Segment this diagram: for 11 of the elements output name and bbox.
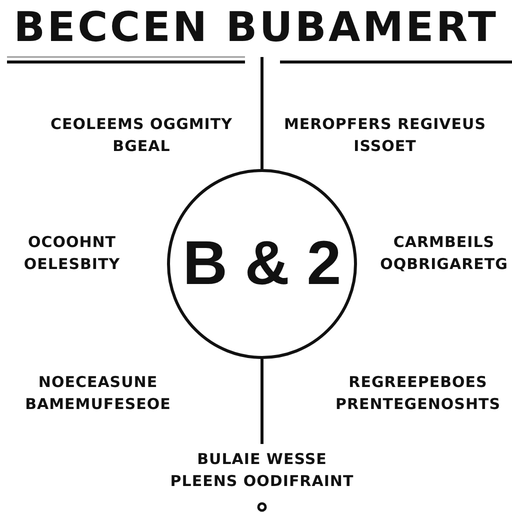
text-label: OCOOHNT OELESBITY — [22, 232, 122, 275]
connector-line — [260, 57, 264, 169]
text-label: NOECEASUNE BAMEMUFESEOE — [24, 372, 172, 415]
connector-line — [260, 359, 264, 444]
title: BECCEN BUBAMERT — [14, 4, 498, 50]
text-label: MEROPFERS REGIVEUS ISSOET — [282, 114, 488, 157]
node-label: B & 2 — [182, 232, 342, 296]
text-label: CARMBEILS OQBRIGARETG — [379, 232, 509, 275]
text-label: REGREEPEBOES PRENTEGENOSHTS — [334, 372, 502, 415]
text-label: CEOLEEMS OGGMITY BGEAL — [50, 114, 234, 157]
text-label: BULAIE WESSE PLEENS OODIFRAINT — [165, 444, 359, 492]
